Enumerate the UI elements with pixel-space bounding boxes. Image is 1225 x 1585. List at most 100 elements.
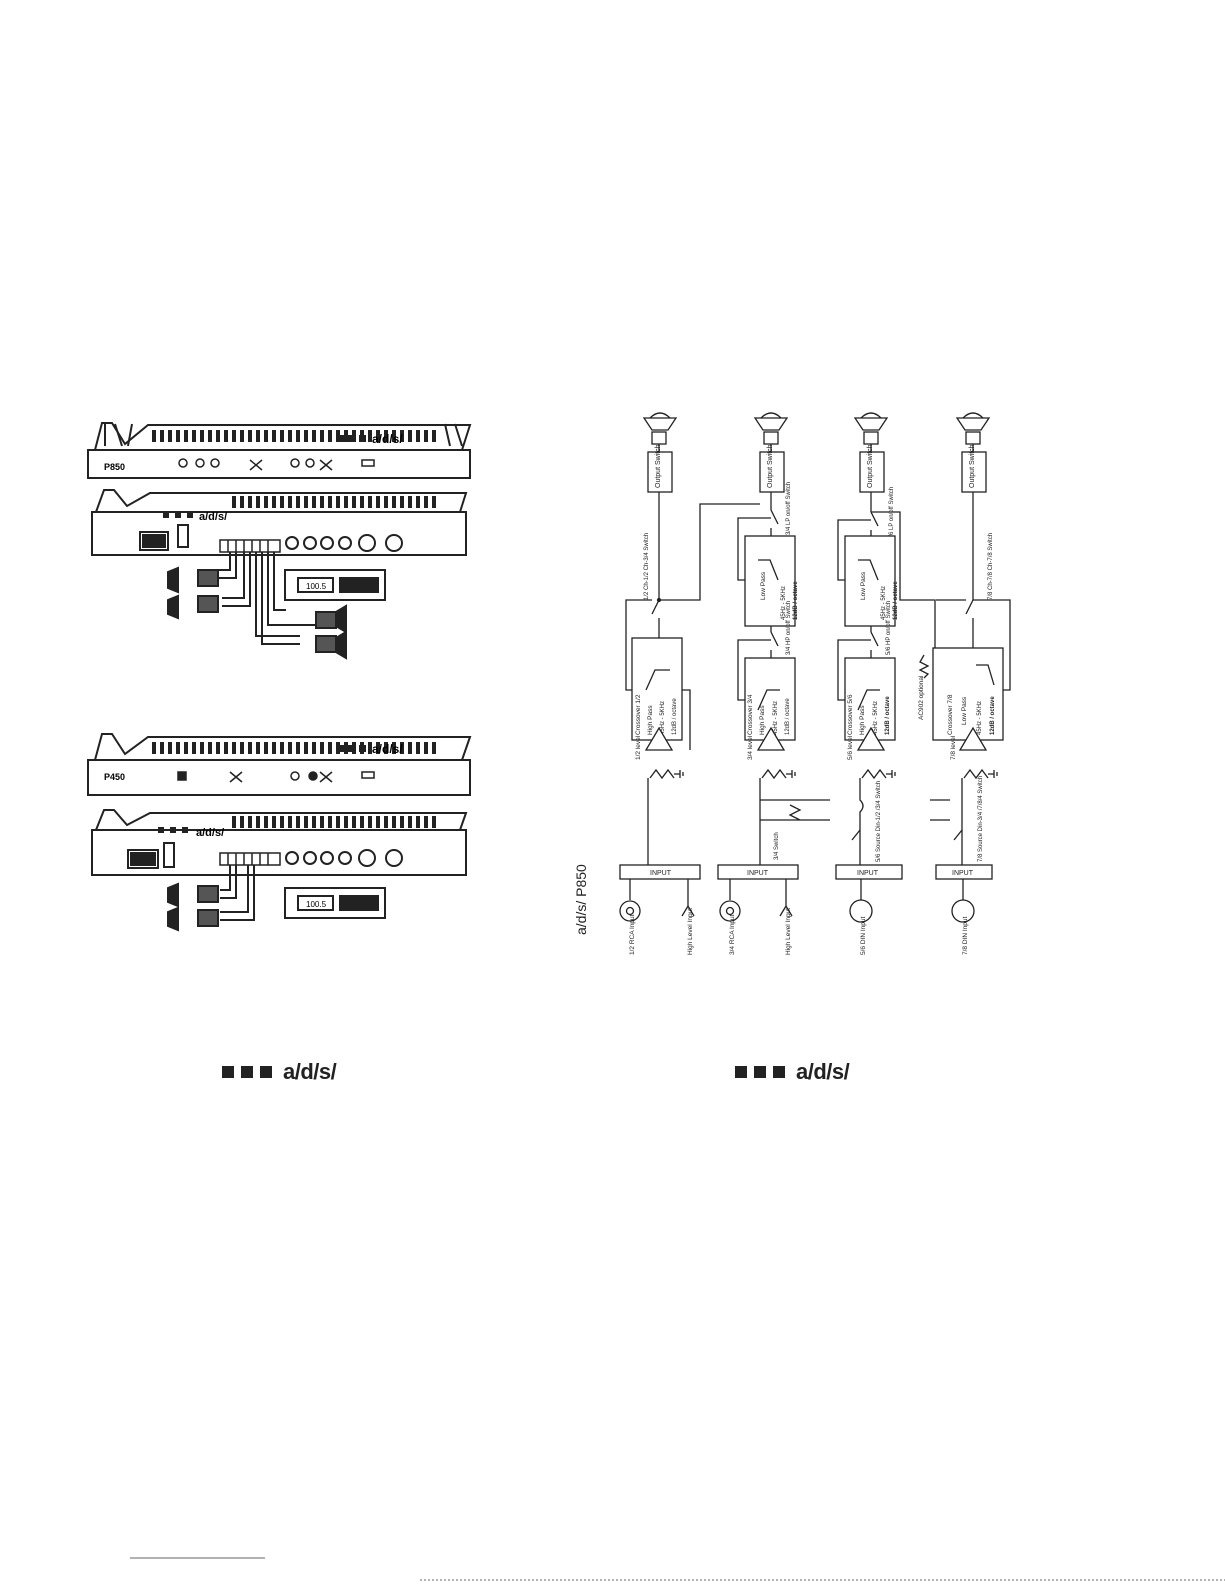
switch-ch12-label: 1/2 Ch-1/2 Ch-3/4 Switch <box>644 533 650 600</box>
amp-1-2-icon <box>644 726 674 751</box>
input-1-2 <box>619 864 701 880</box>
high-level-3-4-antenna <box>779 879 793 917</box>
top-amp-speaker-terminals <box>219 539 281 553</box>
brand-logo-text: a/d/s/ <box>796 1059 850 1084</box>
bottom-amp-knobs <box>177 771 375 783</box>
column-3-4: Output Switch 3/4 LP on/off Switch Low P… <box>717 412 830 955</box>
highpass-1-2-curve <box>645 669 670 691</box>
output-switch-5-6 <box>859 451 885 493</box>
input-7-8-label: INPUT <box>952 870 974 877</box>
brand-logo-text: a/d/s/ <box>283 1059 337 1084</box>
rca-3-4-label: 3/4 RCA Input <box>729 914 736 955</box>
output-switch-7-8-label: Output Switch <box>969 444 976 488</box>
lp-5-6-switch-label: 5/6 LP on/off Switch <box>889 487 895 540</box>
source-7-8-switch-label: 7/8 Source Din-3/4 /7/8/4 Switch <box>978 776 984 862</box>
lowpass-3-4-type: Low Pass <box>760 571 767 600</box>
bottom-amp-head-unit <box>284 887 386 919</box>
output-switch-5-6-label: Output Switch <box>867 444 874 488</box>
top-amp-rca-jacks <box>285 534 403 552</box>
lowpass-5-6-type: Low Pass <box>860 571 867 600</box>
lowpass-5-6 <box>844 535 896 627</box>
bottom-amp-front-logo-text: a/d/s/ <box>196 827 224 839</box>
crossover-5-6 <box>844 657 896 741</box>
high-3-4-label: High Level Input <box>785 908 792 955</box>
input-5-6-label: INPUT <box>857 870 879 877</box>
crossover-5-6-range: 45Hz - 5KHz <box>873 701 879 735</box>
lowpass-5-6-range: 45Hz - 5KHz <box>881 586 887 620</box>
level-1-2-pot <box>649 768 675 780</box>
switch-ch78-label: 7/8 Ch-7/8 Ch-7/8 Switch <box>988 533 994 600</box>
input-1-2-label: INPUT <box>650 870 672 877</box>
amp-7-8-icon <box>958 726 988 751</box>
page-right-brand-logo: a/d/s/ <box>735 1058 850 1086</box>
speaker-1-2-cone <box>649 412 671 419</box>
lowpass-3-4-slope: 12dB / octave <box>793 581 799 620</box>
brand-square-icon <box>241 1066 253 1078</box>
top-amp-power-terminals <box>139 524 189 551</box>
speaker-7-8-icon <box>955 417 991 431</box>
output-switch-1-2-label: Output Switch <box>655 444 662 488</box>
lowpass-3-4-range: 45Hz - 5KHz <box>781 586 787 620</box>
high-level-1-2-antenna <box>681 879 695 917</box>
top-amp-front-logo-text: a/d/s/ <box>199 511 227 523</box>
input-5-6 <box>835 864 903 880</box>
din-7-8-label: 7/8 DIN Input <box>962 917 969 955</box>
crossover-7-8-slope: 12dB / octave <box>990 696 996 735</box>
speaker-5-6-icon <box>853 417 889 431</box>
top-amp-illustration: P850 a/d/s/ a/d/s/ <box>87 422 472 660</box>
output-switch-7-8 <box>961 451 987 493</box>
amp-3-4-icon <box>756 726 786 751</box>
lp-3-4-switch-label: 3/4 LP on/off Switch <box>786 482 792 535</box>
speaker-1-2-magnet <box>651 431 667 445</box>
crossover-7-8-range: 45Hz - 5KHz <box>977 701 983 735</box>
column-1-2: Output Switch 1/2 Ch-1/2 Ch-3/4 Switch C… <box>619 412 760 955</box>
input-3-4 <box>717 864 799 880</box>
bottom-amp-speaker-terminals <box>219 852 281 866</box>
crossover-7-8-type: Low Pass <box>961 696 968 725</box>
crossover-7-8 <box>932 647 1004 741</box>
switch-1-2-blade <box>651 599 660 615</box>
top-amp-head-unit-display: 100.5 <box>306 582 327 591</box>
lowpass-3-4-curve <box>758 559 779 581</box>
footer-marks <box>130 1557 1225 1581</box>
page-left-brand-logo: a/d/s/ <box>222 1058 337 1086</box>
crossover-3-4 <box>744 657 796 741</box>
bottom-amp-logo: a/d/s/ <box>337 742 403 756</box>
top-amp-side-panel <box>87 422 472 479</box>
top-amp-head-unit <box>284 569 386 601</box>
din-7-8-jack <box>951 899 975 923</box>
bottom-amp-side-panel <box>87 733 472 796</box>
crossover-1-2-range: 45Hz - 5KHz <box>660 701 666 735</box>
output-switch-3-4-label: Output Switch <box>767 444 774 488</box>
brand-square-icon <box>222 1066 234 1078</box>
output-switch-3-4 <box>759 451 785 493</box>
bottom-amp-logo-text: a/d/s/ <box>372 742 403 756</box>
level-1-2-label: 1/2 level <box>635 735 642 760</box>
speaker-1-2-icon <box>642 417 678 431</box>
diagram-title: a/d/s/ P850 <box>573 864 589 935</box>
lowpass-5-6-slope: 12dB / octave <box>893 581 899 620</box>
brand-square-icon <box>754 1066 766 1078</box>
crossover-1-2-name: Crossover 1/2 <box>635 694 642 735</box>
crossover-3-4-name: Crossover 3/4 <box>747 694 754 735</box>
ac902-resistor <box>918 654 930 679</box>
din-5-6-jack <box>849 899 873 923</box>
bottom-amp-model-label: P450 <box>104 772 125 782</box>
input-3-4-label: INPUT <box>747 870 769 877</box>
top-amp-speakers <box>167 566 347 660</box>
bottom-amp-power-terminals <box>127 842 175 869</box>
block-diagram: a/d/s/ P850 Output Switch 1/2 Ch-1/2 Ch-… <box>573 412 1011 955</box>
top-amp-logo: a/d/s/ <box>337 432 403 446</box>
crossover-1-2-type: High Pass <box>647 705 654 735</box>
bottom-amp-front-logo: a/d/s/ <box>158 827 224 839</box>
crossover-5-6-slope: 12dB / octave <box>885 696 891 735</box>
crossover-7-8-name: Crossover 7/8 <box>947 694 954 735</box>
level-3-4-label: 3/4 level <box>747 735 754 760</box>
bottom-amp-head-unit-display: 100.5 <box>306 900 327 909</box>
high-1-2-label: High Level Input <box>687 908 694 955</box>
top-amp-model-label: P850 <box>104 462 125 472</box>
crossover-3-4-slope: 12dB / octave <box>785 698 791 735</box>
top-amp-knobs <box>178 458 375 471</box>
brand-square-icon <box>260 1066 272 1078</box>
